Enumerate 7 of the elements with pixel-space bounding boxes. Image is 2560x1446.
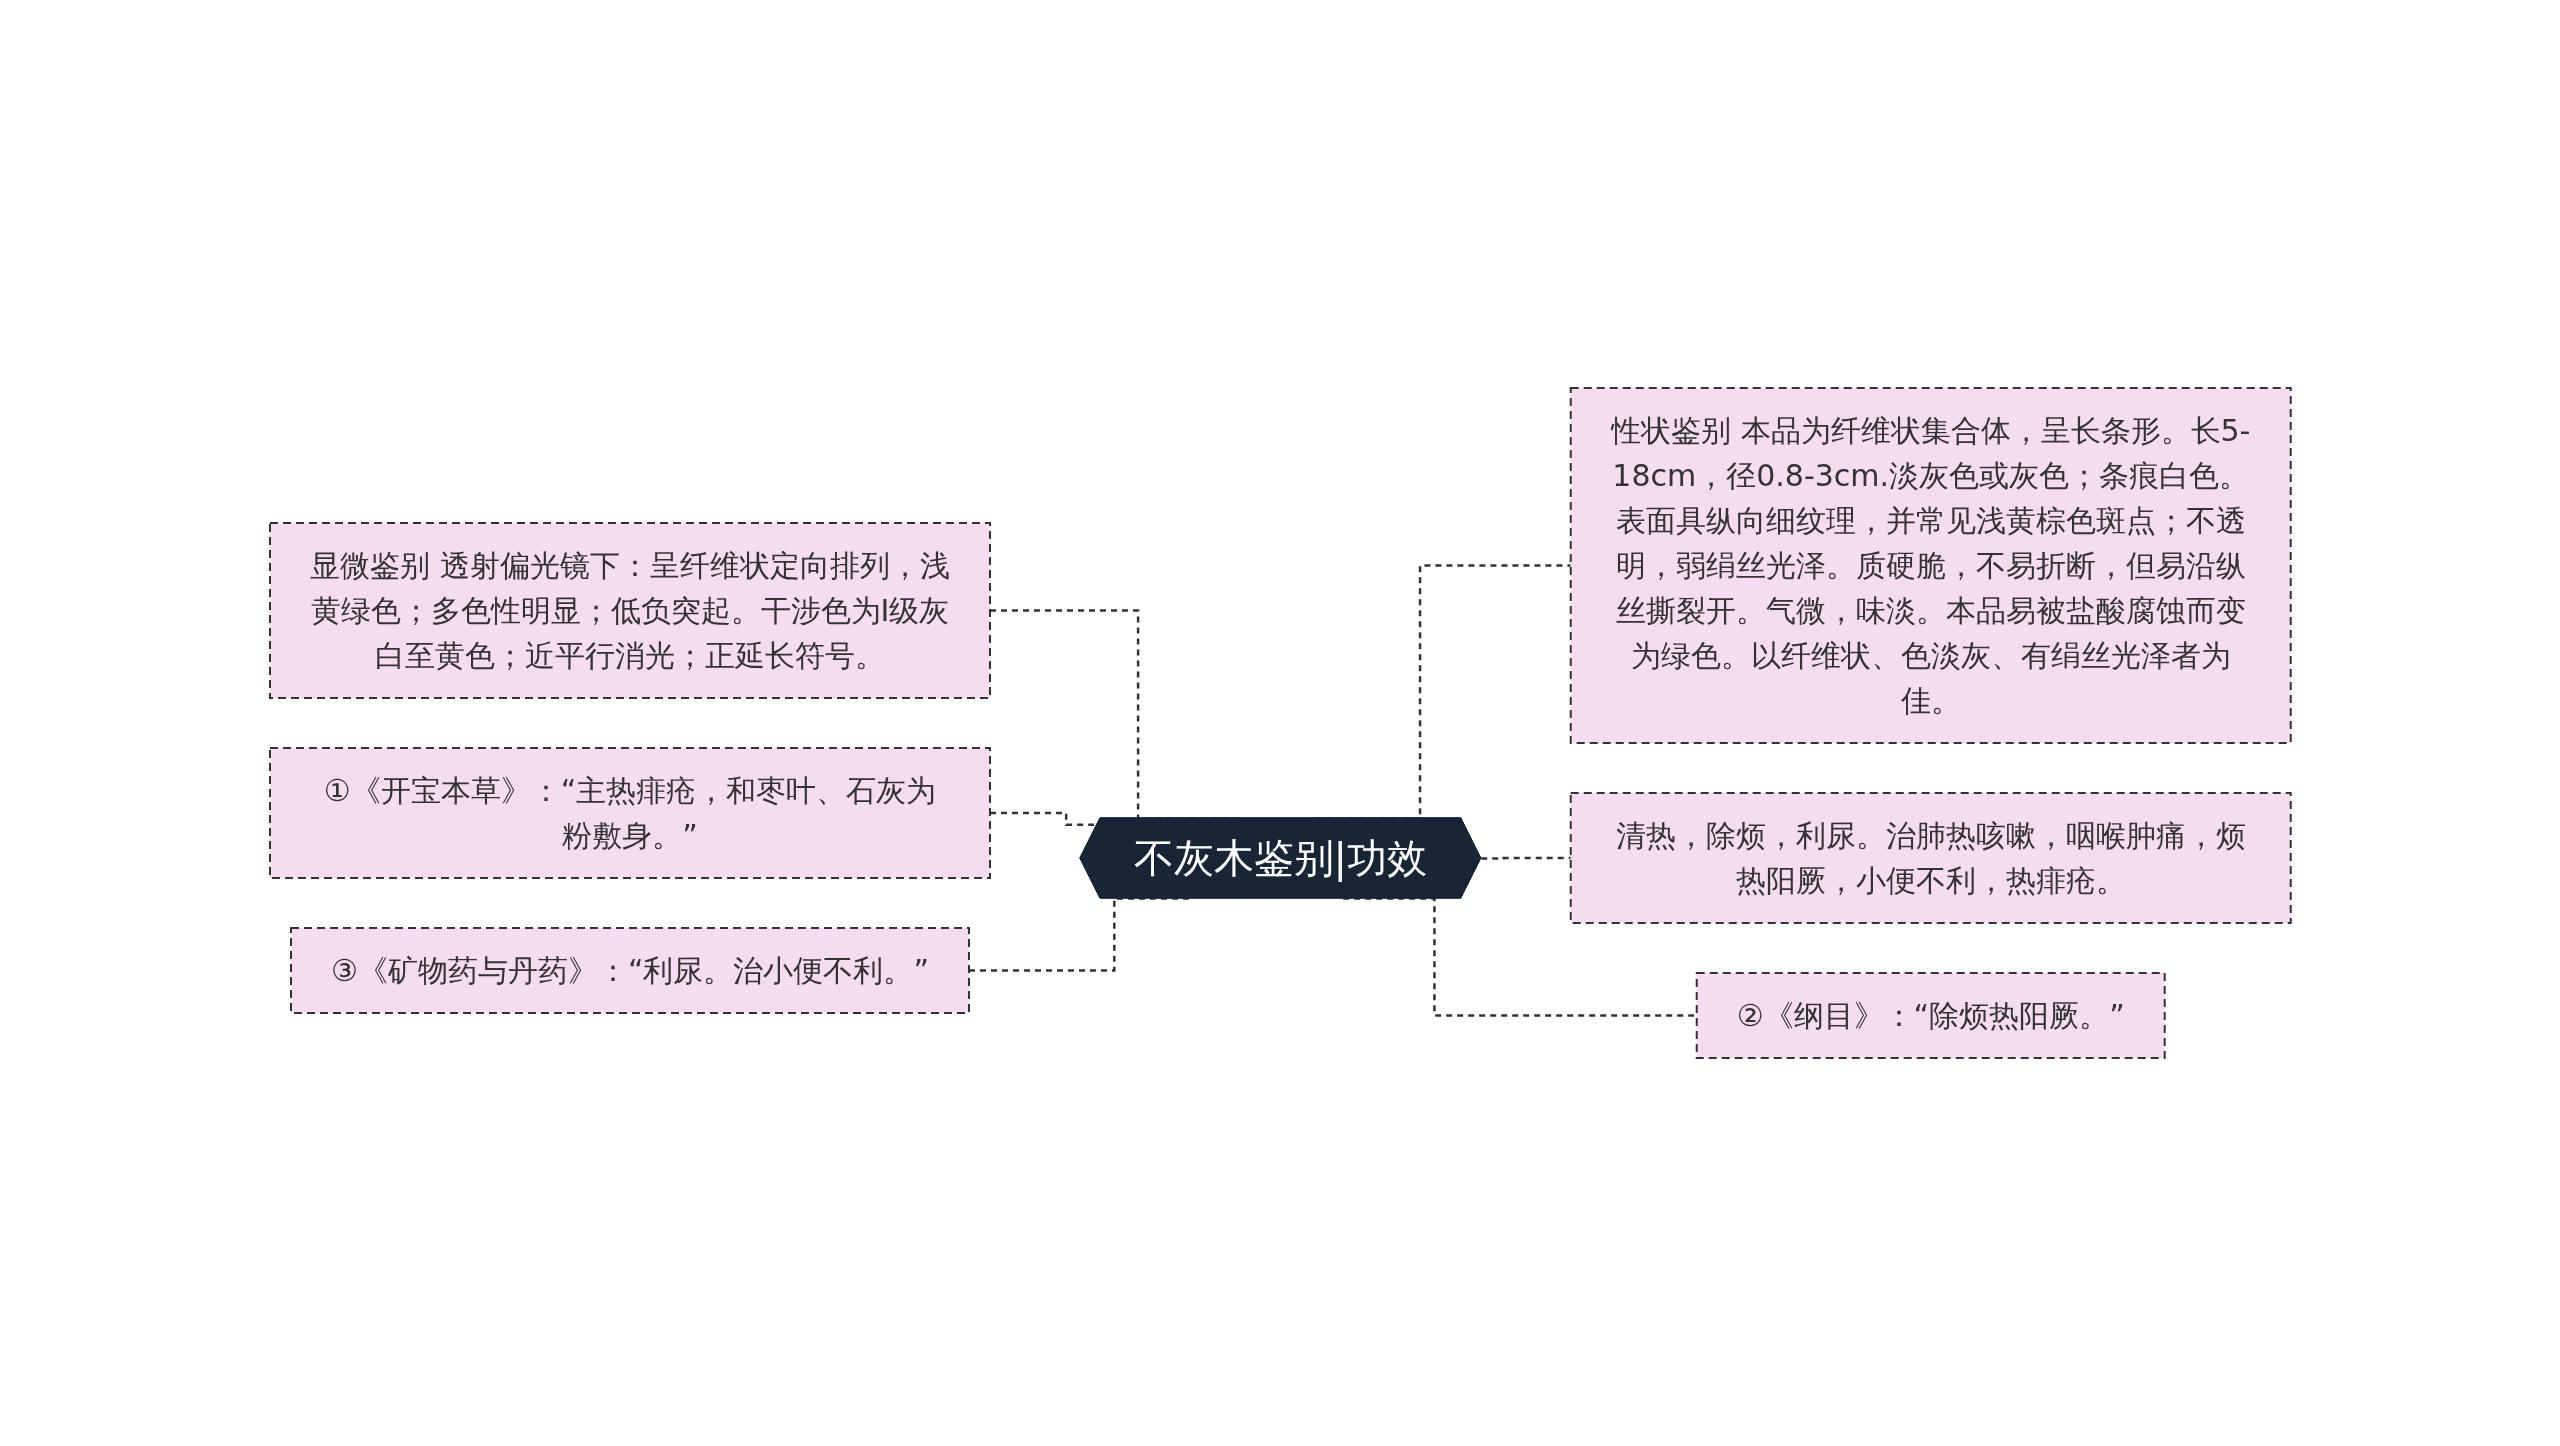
node-box: 性状鉴别 本品为纤维状集合体，呈长条形。长5-18cm，径0.8-3cm.淡灰色或灰色；条痕白色。表面具纵向细纹理，并常见浅黄棕色斑点；不透明，弱绢丝光泽。质硬脆，不易折断，但易沿纵丝撕裂开。气微，味淡。本品易被盐酸腐蚀而变为绿色。以纤维状、色淡灰、有绢丝光泽者为佳。 [1569,387,2292,744]
connector [989,811,1097,827]
node-box: ①《开宝本草》：“主热痱疮，和枣叶、石灰为粉敷身。” [268,747,991,879]
node-box: ②《纲目》：“除烦热阳厥。” [1695,972,2166,1059]
node-box: 显微鉴别 透射偏光镜下：呈纤维状定向排列，浅黄绿色；多色性明显；低负突起。干涉色为Ⅰ级灰白至黄色；近平行消光；正延长符号。 [268,522,991,699]
node-box: ③《矿物药与丹药》：“利尿。治小便不利。” [289,927,970,1014]
node-box: 清热，除烦，利尿。治肺热咳嗽，咽喉肿痛，烦热阳厥，小便不利，热痱疮。 [1569,792,2292,924]
